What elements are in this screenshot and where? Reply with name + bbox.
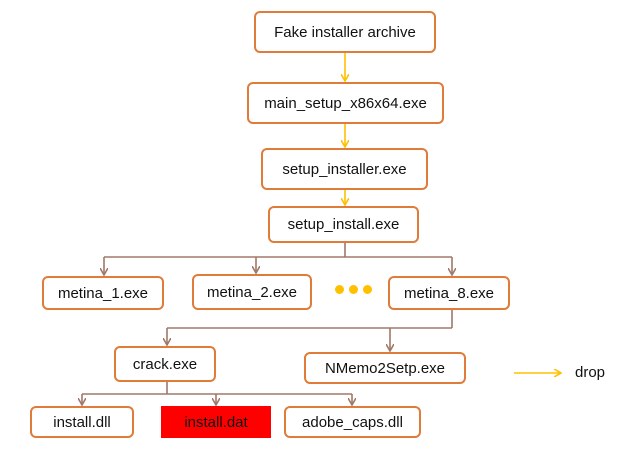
ellipsis-dot	[335, 285, 344, 294]
node-crack: crack.exe	[114, 346, 216, 382]
node-metina-8: metina_8.exe	[388, 276, 510, 310]
ellipsis-more-nodes	[335, 285, 372, 294]
ellipsis-dot	[363, 285, 372, 294]
node-install-dat: install.dat	[161, 406, 271, 438]
ellipsis-dot	[349, 285, 358, 294]
node-fake-installer-archive: Fake installer archive	[254, 11, 436, 53]
connector-metina-8-bus	[167, 310, 453, 329]
node-nmemo2setp: NMemo2Setp.exe	[304, 352, 466, 384]
connector-setup-install-bus	[104, 243, 452, 258]
node-metina-1: metina_1.exe	[42, 276, 164, 310]
node-install-dll: install.dll	[30, 406, 134, 438]
node-metina-2: metina_2.exe	[192, 274, 312, 310]
connector-crack-bus	[82, 382, 352, 395]
node-setup-install: setup_install.exe	[268, 206, 419, 243]
legend-drop-label: drop	[575, 364, 606, 381]
node-setup-installer: setup_installer.exe	[261, 148, 428, 190]
node-adobe-caps: adobe_caps.dll	[284, 406, 421, 438]
node-main-setup: main_setup_x86x64.exe	[247, 82, 444, 124]
